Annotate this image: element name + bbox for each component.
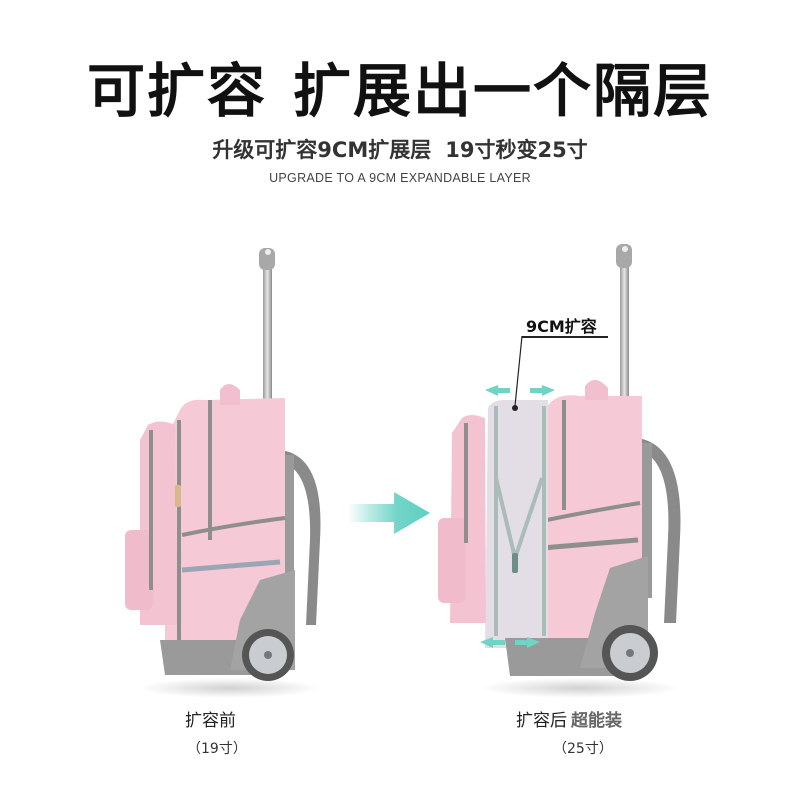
callout-underline [522,336,608,338]
caption-after: 扩容后超能装 [516,706,622,731]
subheadline: 升级可扩容9CM扩展层 19寸秒变25寸 [0,134,800,164]
caption-after-highlight: 超能装 [571,711,622,731]
backpack-before-image [125,248,321,698]
caption-after-label: 扩容后 [516,711,567,731]
caption-before: 扩容前 [185,711,236,731]
subheadline-part1: 升级可扩容9CM扩展层 [212,138,432,162]
headline: 可扩容扩展出一个隔层 [0,56,800,126]
backpack-after-image [438,244,681,698]
size-before: （19寸） [187,741,247,757]
arrow-right-icon [348,492,430,534]
english-subtitle: UPGRADE TO A 9CM EXPANDABLE LAYER [269,171,531,185]
expansion-callout-label: 9CM扩容 [526,317,597,336]
size-after: （25寸） [553,741,613,757]
headline-part2: 扩展出一个隔层 [293,57,714,125]
subheadline-part2: 19寸秒变25寸 [445,138,588,162]
headline-part1: 可扩容 [86,57,267,125]
